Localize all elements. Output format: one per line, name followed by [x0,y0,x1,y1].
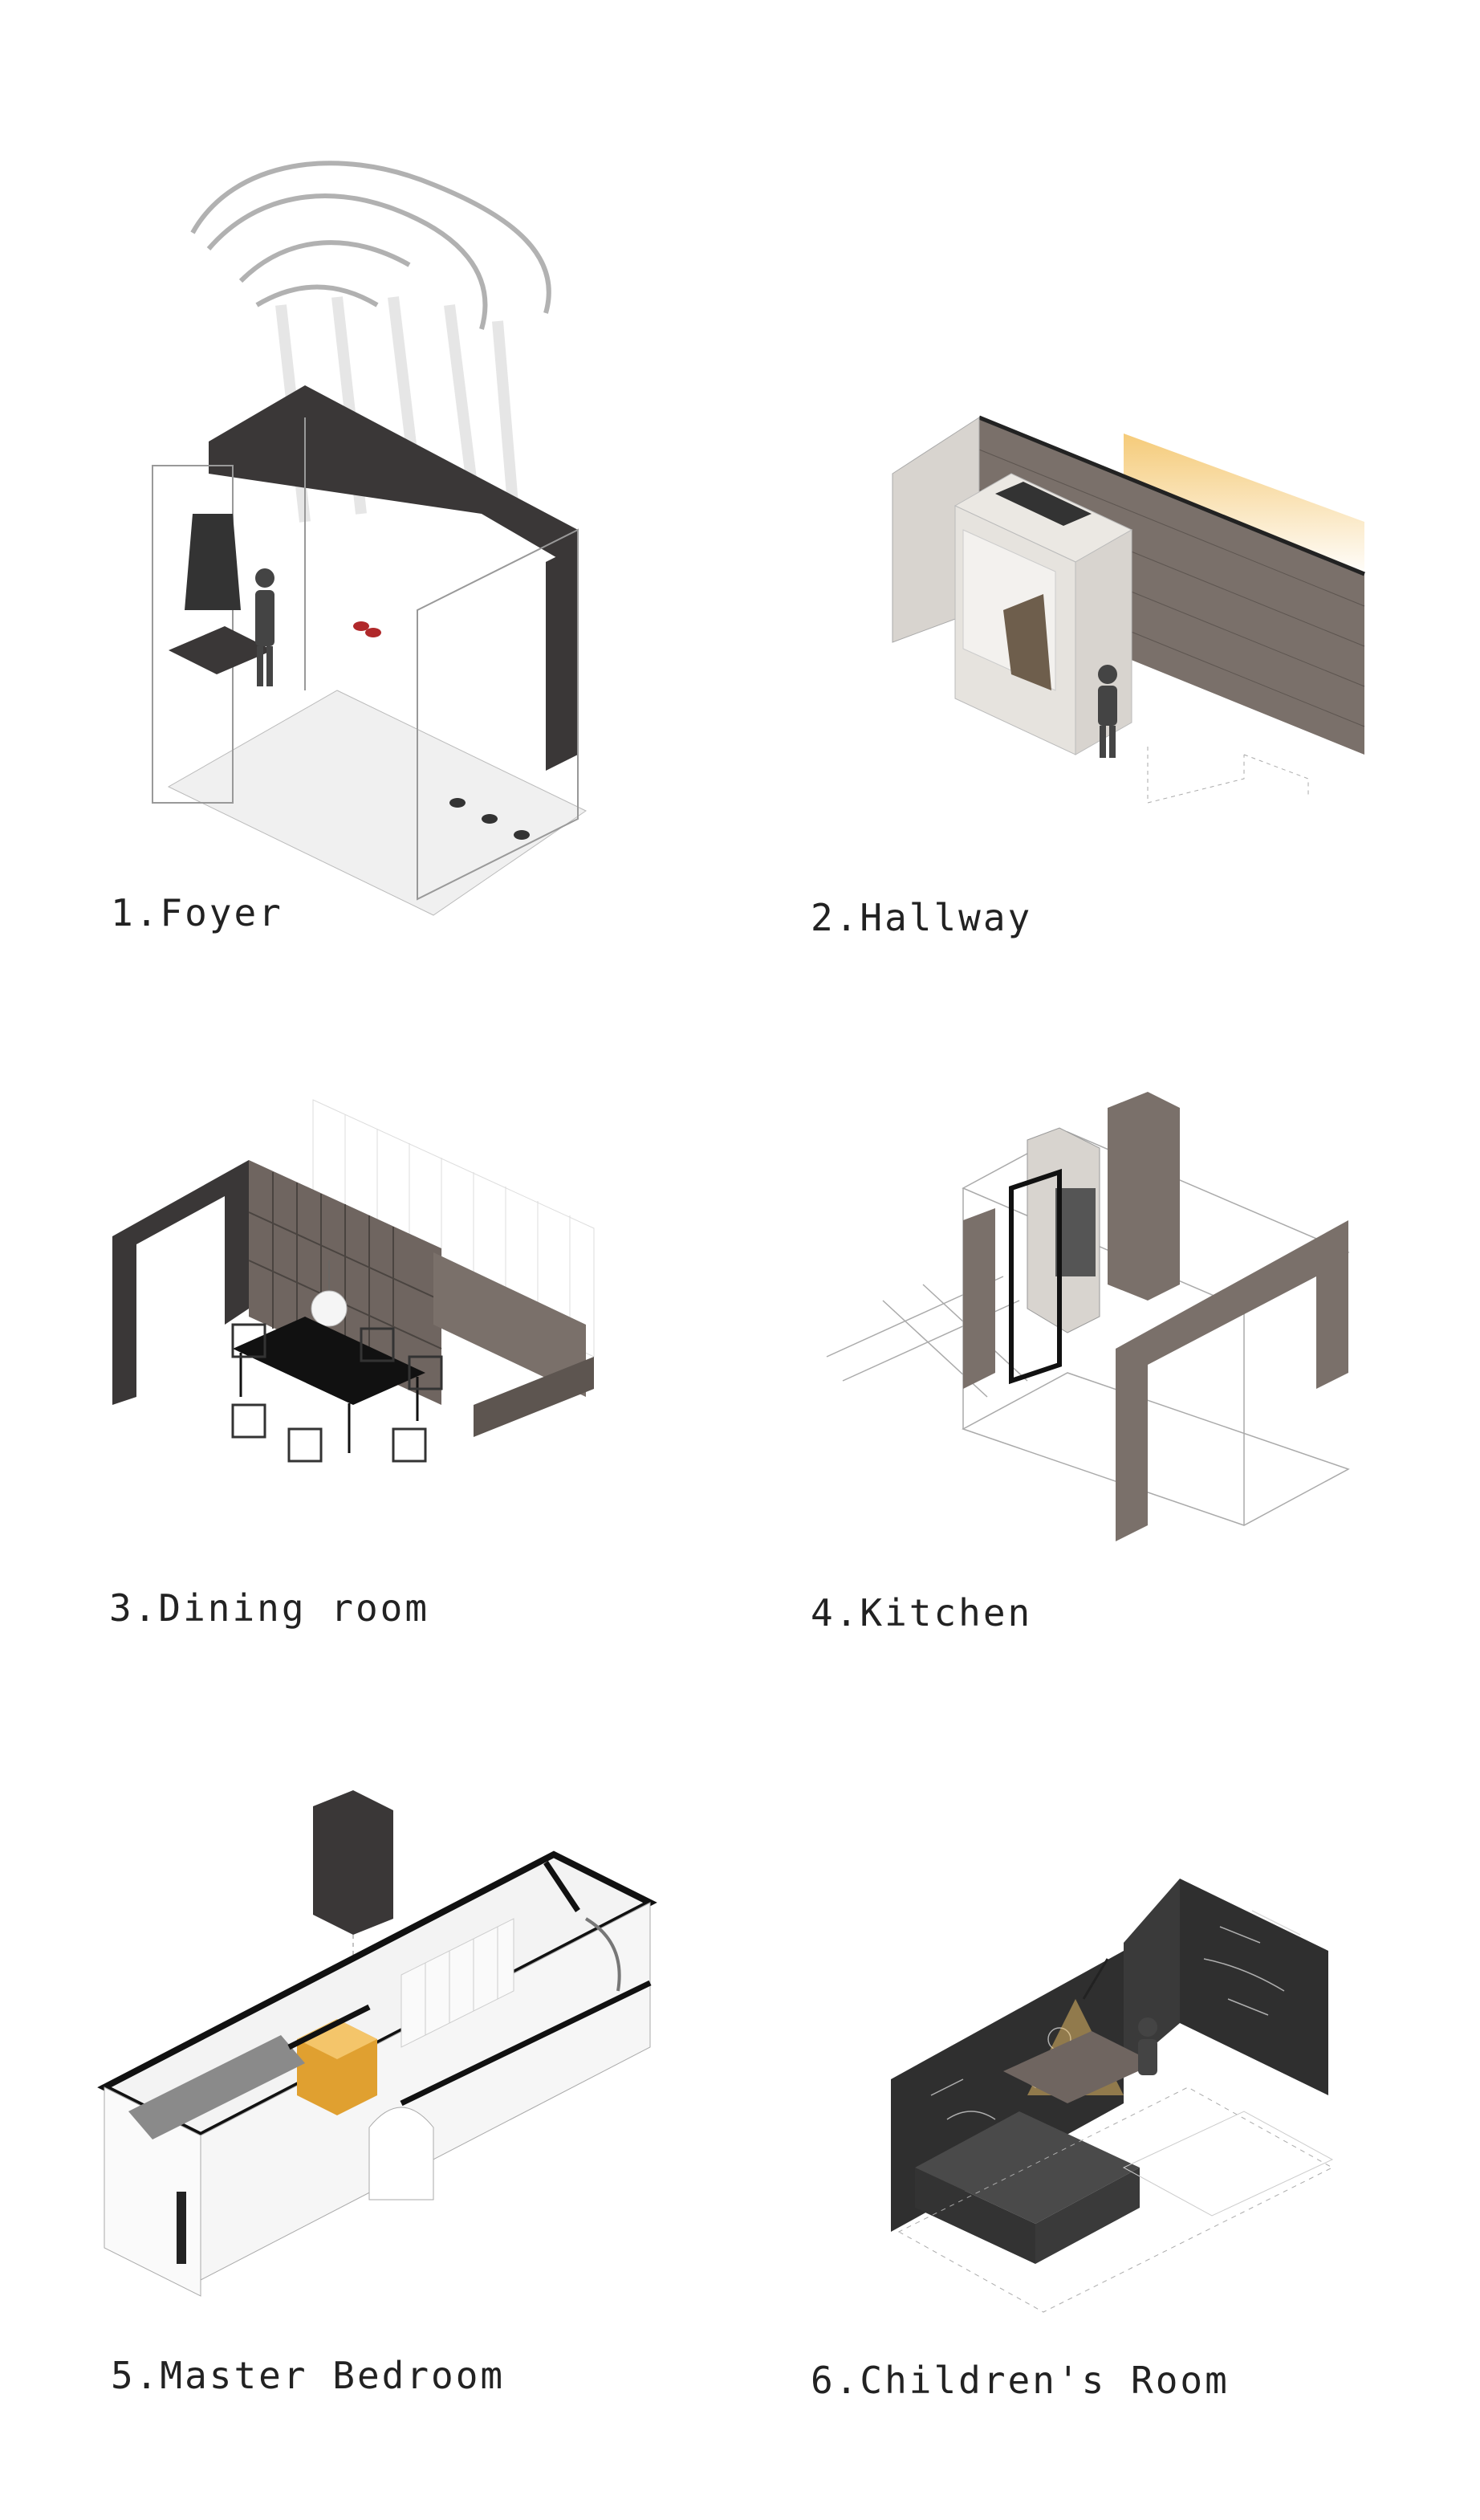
panel-5-caption: 5.Master Bedroom [111,2354,506,2397]
dining-room-illustration [104,1099,618,1501]
kitchen-illustration [826,1092,1356,1541]
panel-4-caption: 4.Kitchen [811,1591,1033,1635]
person-figure [255,568,274,686]
childrens-room-illustration [883,1830,1364,2328]
foyer-axonometric [152,161,587,916]
master-bedroom-illustration [96,1782,674,2297]
foyer-illustration [96,96,610,916]
hallway-illustration [883,401,1380,819]
child-figure [1098,665,1117,758]
dining-room-axonometric [112,1099,595,1463]
master-bedroom-axonometric [97,1790,657,2297]
kitchen-axonometric [826,1092,1350,1541]
pendant-lamp [311,1290,348,1327]
hand-cloud [190,161,551,330]
panel-1-caption: 1.Foyer [111,891,283,934]
foyer-floor [167,690,587,916]
wood-partition [1116,1220,1348,1541]
panel-6-caption: 6.Children's Room [811,2359,1230,2402]
panel-3-caption: 3.Dining room [109,1586,430,1630]
panel-2-caption: 2.Hallway [811,896,1033,939]
wood-wall [979,417,1364,755]
child-figure [1138,2017,1157,2075]
childrens-room-axonometric [891,1879,1334,2313]
dining-table [233,1317,425,1405]
hallway-axonometric [892,415,1365,804]
